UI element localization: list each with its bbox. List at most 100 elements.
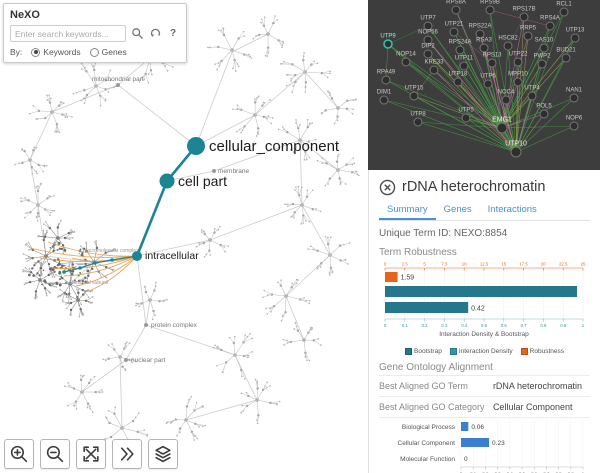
svg-text:RPS24A: RPS24A: [448, 40, 471, 46]
network-node[interactable]: NOP56: [418, 30, 438, 45]
network-node[interactable]: UTP22: [509, 52, 528, 67]
help-icon[interactable]: ?: [169, 28, 177, 39]
layers-icon: [155, 445, 171, 463]
svg-text:10: 10: [462, 262, 467, 267]
network-node[interactable]: HSC82: [498, 36, 518, 51]
svg-text:UTP4: UTP4: [524, 86, 540, 92]
network-node[interactable]: UTP21: [445, 22, 464, 37]
tab-genes[interactable]: Genes: [443, 204, 472, 215]
tree-node-membrane[interactable]: membrane: [212, 168, 249, 175]
network-node[interactable]: UTP9: [380, 34, 396, 49]
network-node[interactable]: NOP14: [396, 52, 416, 67]
svg-text:0.6: 0.6: [531, 471, 538, 473]
layers-button[interactable]: [148, 439, 178, 469]
close-icon[interactable]: [379, 179, 396, 196]
network-node[interactable]: UTP5: [458, 108, 474, 123]
by-label: By:: [10, 47, 23, 57]
network-node[interactable]: UTP6: [480, 74, 496, 89]
network-node[interactable]: DIM1: [377, 90, 392, 105]
svg-text:0.9: 0.9: [560, 323, 567, 328]
legend-item: Robustness: [520, 347, 564, 355]
svg-text:0.1: 0.1: [470, 471, 477, 473]
network-node[interactable]: RCL1: [556, 2, 572, 17]
svg-text:RPS4A: RPS4A: [540, 16, 560, 22]
svg-text:SAS10: SAS10: [535, 38, 554, 44]
search-icon[interactable]: [130, 27, 144, 41]
network-node[interactable]: NOP6: [566, 116, 583, 131]
network-node[interactable]: NAN1: [566, 88, 583, 103]
tree-node-intracellular[interactable]: intracellular: [132, 250, 199, 262]
radio-keywords[interactable]: Keywords: [31, 47, 81, 57]
network-node[interactable]: UTP10: [505, 141, 527, 158]
svg-text:Cellular Component: Cellular Component: [398, 440, 456, 447]
svg-text:MPP10: MPP10: [508, 72, 528, 78]
network-node[interactable]: EMG1: [492, 117, 512, 134]
tree-node-protein-complex[interactable]: protein complex: [144, 322, 198, 329]
network-node[interactable]: SAS10: [535, 38, 554, 53]
term-id: Unique Term ID: NEXO:8854: [379, 228, 508, 239]
svg-text:22.5: 22.5: [559, 262, 568, 267]
svg-text:cellular_component: cellular_component: [209, 138, 340, 155]
network-node[interactable]: DIP2: [421, 44, 435, 59]
tree-node-ribosomal-subunit[interactable]: ribosomal subunit: [64, 280, 109, 286]
table-row: Best Aligned GO Term rDNA heterochromati…: [379, 375, 590, 397]
radio-genes[interactable]: Genes: [89, 47, 127, 57]
svg-text:RPS13: RPS13: [482, 53, 502, 59]
svg-text:0: 0: [464, 456, 468, 463]
network-node[interactable]: POL5: [536, 104, 552, 119]
network-node[interactable]: KRE33: [424, 60, 444, 75]
tab-interactions[interactable]: Interactions: [487, 204, 537, 215]
network-node[interactable]: UTP11: [455, 56, 474, 71]
network-node[interactable]: UTP15: [405, 86, 424, 101]
robustness-heading: Term Robustness: [379, 247, 457, 258]
table-cell-value: Cellular Component: [492, 402, 573, 412]
network-node[interactable]: RPS24A: [448, 40, 472, 55]
network-node[interactable]: UTP18: [449, 72, 468, 87]
network-node[interactable]: BUD21: [556, 48, 576, 63]
svg-text:HSC82: HSC82: [498, 36, 518, 42]
svg-text:UTP18: UTP18: [449, 72, 468, 78]
zoom-in-button[interactable]: [4, 439, 34, 469]
network-node[interactable]: UTP7: [420, 16, 436, 31]
svg-text:1: 1: [582, 471, 585, 473]
tab-summary[interactable]: Summary: [379, 200, 436, 220]
svg-text:15: 15: [501, 262, 506, 267]
tree-node-nuclear-part[interactable]: nuclear part: [124, 357, 166, 364]
svg-text:0.3: 0.3: [441, 323, 448, 328]
network-node[interactable]: UTP4: [524, 86, 540, 101]
network-node[interactable]: UTP8: [410, 112, 426, 127]
svg-text:UTP8: UTP8: [410, 112, 426, 118]
svg-text:KRE33: KRE33: [424, 60, 444, 66]
network-node[interactable]: RPS8A: [446, 0, 466, 15]
network-node[interactable]: RPS17B: [512, 7, 536, 22]
network-node[interactable]: RPS4A: [540, 16, 560, 31]
network-node[interactable]: RSA3: [476, 38, 492, 53]
tree-node-macromolecular-complex[interactable]: macromolecular complex: [78, 248, 139, 254]
network-node[interactable]: RPS9B: [480, 0, 500, 15]
network-node[interactable]: MPP10: [508, 72, 528, 87]
network-node[interactable]: RRP5: [520, 26, 537, 41]
term-title: rDNA heterochromatin: [402, 179, 546, 195]
svg-text:25: 25: [581, 262, 586, 267]
svg-text:0.2: 0.2: [422, 323, 429, 328]
network-node[interactable]: RPS22A: [468, 24, 492, 39]
search-input[interactable]: [10, 25, 126, 42]
fit-screen-button[interactable]: [76, 439, 106, 469]
tree-node-cellular-component[interactable]: cellular_component: [187, 137, 340, 155]
network-node[interactable]: RPS13: [482, 53, 502, 68]
network-node[interactable]: NOC4: [498, 90, 515, 105]
table-cell-value: rDNA heterochromatin: [492, 381, 582, 391]
reset-icon[interactable]: [148, 27, 162, 41]
legend-item: Bootstrap: [405, 347, 442, 355]
network-node[interactable]: PWP2: [533, 54, 551, 69]
network-node[interactable]: UTP13: [566, 28, 585, 43]
svg-text:RPS9B: RPS9B: [480, 0, 500, 6]
zoom-out-button[interactable]: [40, 439, 70, 469]
expand-all-button[interactable]: [112, 439, 142, 469]
tree-node-cell-part[interactable]: cell part: [159, 173, 228, 189]
svg-text:NOP6: NOP6: [566, 116, 583, 122]
tree-node-mitochondrial-part[interactable]: mitochondrial part: [92, 76, 144, 87]
network-node[interactable]: RPA49: [377, 70, 396, 85]
